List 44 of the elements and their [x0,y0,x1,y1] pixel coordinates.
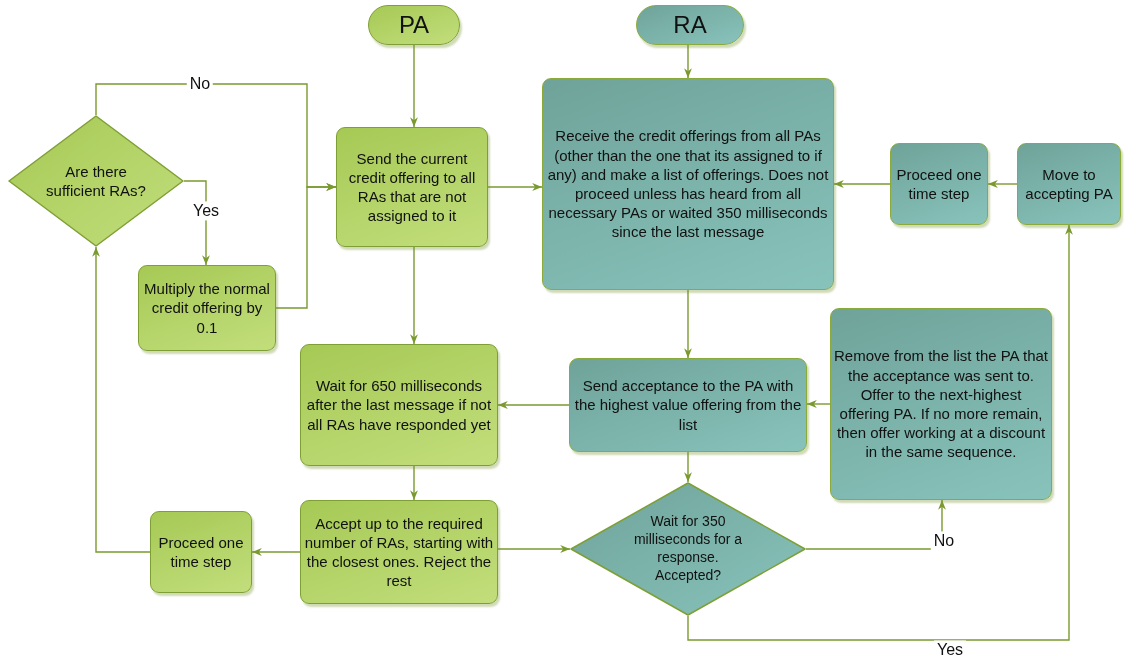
step-text: Multiply the normal credit offering by 0.1 [143,279,271,337]
arrow [251,548,301,556]
process-box [569,358,807,452]
arrow [410,465,418,501]
arrow [92,246,151,553]
step-text: Accept up to the required number of RAs, starting with the closest ones. Reject the rest [303,513,495,591]
terminal-pill [368,5,460,45]
step-text: RA [672,9,708,40]
step-text: Wait for 650 milliseconds after the last message if not all RAs have responded yet [305,376,493,434]
process-box [890,143,988,225]
arrow [410,44,418,128]
process-box [300,344,498,466]
step-text: Are there sufficient RAs? [45,161,147,201]
process-box [336,127,488,247]
process-box [300,500,498,604]
decision-diamond [8,115,184,247]
arrow [687,224,1073,641]
arrow [684,451,692,483]
process-box [830,308,1052,500]
arrow [684,44,692,79]
process-box [150,511,252,593]
arrow [806,400,831,408]
arrow [275,183,337,309]
decision-diamond [570,482,806,616]
process-box [138,265,276,351]
arrow [684,289,692,359]
terminal-pill [636,5,744,45]
step-text: PA [397,9,431,40]
step-text: Proceed one time step [157,532,245,572]
arrow [987,180,1018,188]
step-text: Proceed one time step [895,164,983,204]
process-box [1017,143,1121,225]
process-box [542,78,834,290]
arrow [497,401,570,409]
step-text: Remove from the list the PA that the acceptance was sent to. Offer to the next-highest offering PA. If no more remain, then offer working at a discount in the same sequence. [834,346,1048,462]
step-text: Wait for 350 milliseconds for a response. Accepted? [632,513,744,585]
step-text: Receive the credit offerings from all PAs (other than the one that its assigned to if any) and make a list of offerings. Does not proceed unless has heard from all necessary PAs or waited 350 milliseconds since the last message [546,126,830,242]
step-text: Move to accepting PA [1024,164,1114,204]
arrow [833,180,891,188]
step-text: Send acceptance to the PA with the highest value offering from the list [573,376,803,434]
arrow [487,183,543,191]
arrow [497,545,571,553]
arrow [410,246,418,345]
step-text: Send the current credit offering to all RAs that are not assigned to it [347,148,477,226]
